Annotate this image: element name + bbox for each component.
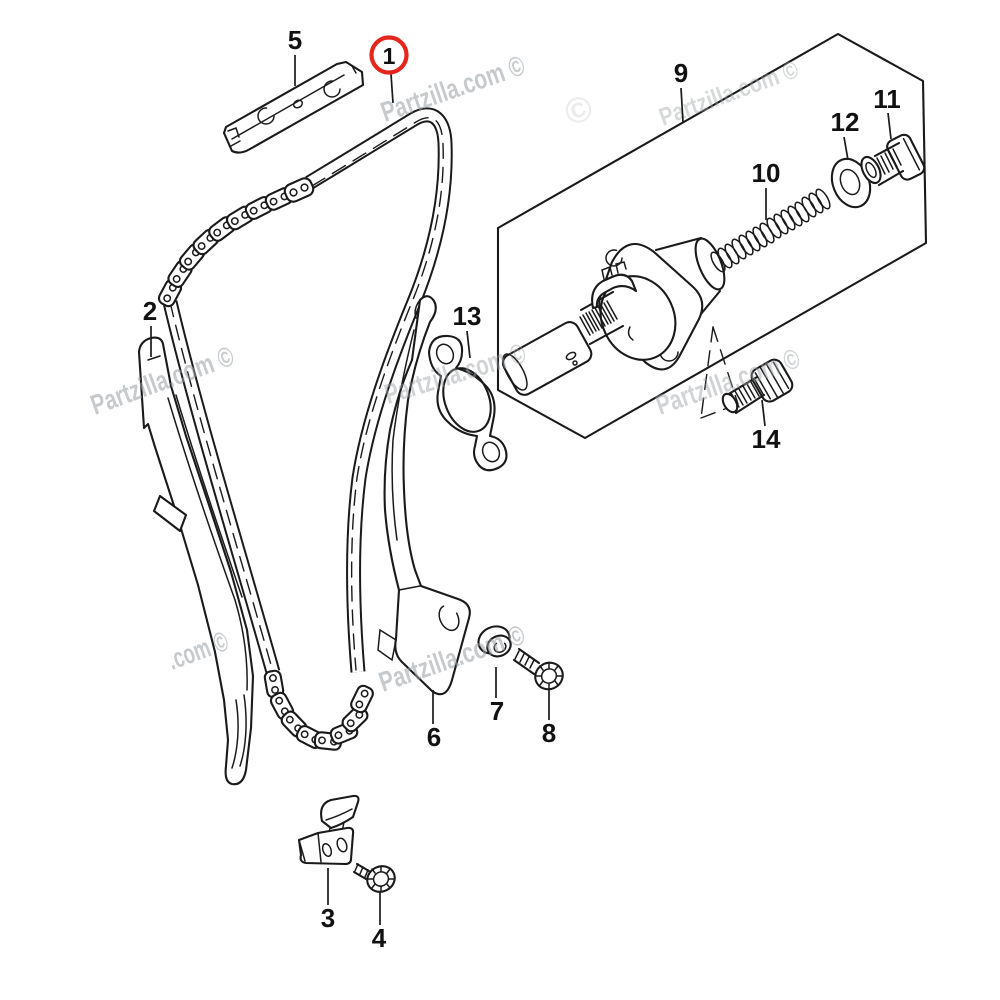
part-3-bracket — [297, 794, 360, 866]
part-7-bushing — [477, 625, 512, 658]
leader-13 — [466, 330, 471, 359]
callout-13[interactable]: 13 — [453, 301, 482, 331]
tensioner-ratchet-rod — [579, 261, 638, 346]
part-13-gasket — [427, 334, 508, 472]
flange-hole-top — [605, 249, 623, 267]
callouts: 1 2 3 4 5 6 7 8 9 10 11 12 13 14 — [143, 25, 901, 953]
thread-hatch — [579, 300, 618, 336]
chain-links-top — [157, 177, 315, 308]
callout-4[interactable]: 4 — [372, 923, 387, 953]
callout-8[interactable]: 8 — [542, 718, 556, 748]
watermark-symbol-ghost: © — [559, 86, 597, 133]
leader-12 — [843, 136, 849, 161]
boss-mark — [627, 326, 634, 341]
callout-12[interactable]: 12 — [831, 107, 860, 137]
thread-ticks — [514, 650, 535, 669]
part-11-cap-bolt — [860, 133, 926, 187]
thread-ticks — [730, 379, 764, 408]
highlight-circle — [369, 35, 409, 75]
leader-11 — [887, 112, 892, 140]
callout-9[interactable]: 9 — [674, 58, 688, 88]
callout-6[interactable]: 6 — [427, 722, 441, 752]
leader-lines — [150, 55, 892, 925]
callout-11[interactable]: 11 — [873, 84, 901, 114]
callout-1-highlighted[interactable]: 1 — [369, 35, 409, 75]
callout-3[interactable]: 3 — [321, 903, 335, 933]
part-9-cam-chain-tensioner — [501, 236, 726, 396]
thread-ticks — [354, 863, 369, 878]
head-scallops — [367, 865, 395, 892]
tensioner-plunger — [501, 321, 593, 396]
watermark-text: Partzilla.com © — [377, 49, 529, 127]
callout-7[interactable]: 7 — [490, 696, 504, 726]
part-10-tensioner-spring — [710, 188, 831, 273]
chain-links-bottom — [263, 669, 374, 751]
callout-1-label: 1 — [383, 43, 396, 69]
part-5-chain-guide-plate — [222, 60, 365, 154]
part-12-washer — [830, 157, 872, 209]
chain-centerline — [311, 117, 444, 671]
callout-5[interactable]: 5 — [288, 25, 302, 55]
callout-2[interactable]: 2 — [143, 296, 157, 326]
leader-14 — [761, 399, 766, 427]
part-8-arm-bolt — [512, 647, 564, 691]
leader-9 — [680, 87, 684, 123]
part-6-tensioner-arm — [377, 295, 471, 696]
callout-14[interactable]: 14 — [752, 424, 781, 454]
guide-tab — [152, 494, 188, 533]
ratchet-retainer — [591, 273, 638, 310]
part-4-bracket-bolt — [352, 862, 396, 893]
head-scallops — [535, 662, 563, 690]
leader-1 — [390, 73, 394, 104]
part-1-cam-chain — [162, 107, 453, 675]
tensioner-box-outline — [496, 32, 928, 440]
part-14-mounting-bolt — [700, 326, 794, 419]
callout-10[interactable]: 10 — [752, 158, 781, 188]
